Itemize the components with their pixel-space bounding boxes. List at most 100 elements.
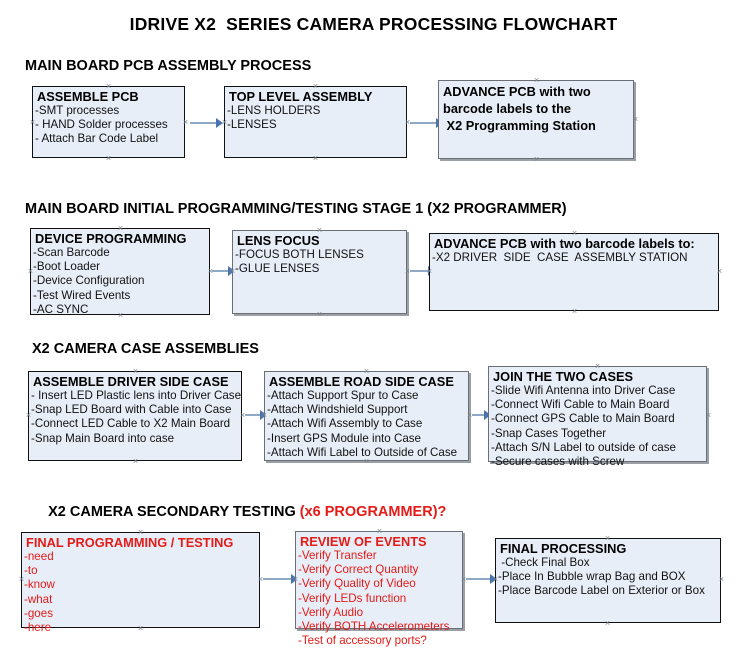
connector-arrow [472,414,486,416]
flow-box-final-programming-testing[interactable]: FINAL PROGRAMMING / TESTING -need -to -k… [21,532,260,634]
list-item: -Verify LEDs function [298,591,407,605]
list-item: -Attach S/N Label to outside of case [491,440,676,454]
section-heading-1: MAIN BOARD PCB ASSEMBLY PROCESS [25,58,312,74]
resize-handle-bottom[interactable] [594,459,601,466]
resize-handle-left[interactable] [229,268,236,275]
resize-handle-top[interactable] [604,535,611,542]
flow-box-final-processing[interactable]: FINAL PROCESSING -Check Final Box -Place… [495,538,721,623]
resize-handle-bottom[interactable] [312,155,319,162]
list-item: -GLUE LENSES [235,262,320,276]
resize-handle-top[interactable] [571,230,578,237]
flow-box-items: -Attach Support Spur to Case -Attach Win… [265,389,468,460]
resize-handle-left[interactable] [18,576,25,583]
flow-box-header: ASSEMBLE DRIVER SIDE CASE [33,374,229,389]
list-item: -Snap Main Board into case [31,431,175,445]
flow-box-assemble-pcb[interactable]: ASSEMBLE PCB -SMT processes - HAND Solde… [32,86,185,158]
flow-box-header: ADVANCE PCB with two barcode labels to t… [443,84,596,133]
connector-arrow [190,122,218,124]
flow-box-assemble-driver-side-case[interactable]: ASSEMBLE DRIVER SIDE CASE - Insert LED P… [28,371,242,461]
resize-handle-bottom[interactable] [105,155,112,162]
list-item: -Device Configuration [33,274,145,288]
resize-handle-bottom[interactable] [571,308,578,315]
resize-handle-top[interactable] [316,227,323,234]
resize-handle-left[interactable] [221,119,228,126]
list-item: -Verify BOTH Accelerometers [298,620,450,634]
list-item: -Snap LED Board with Cable into Case [31,403,232,417]
flow-box-header: REVIEW OF EVENTS [300,534,427,549]
flow-box-review-of-events[interactable]: REVIEW OF EVENTS -Verify Transfer -Verif… [295,531,463,647]
flow-box-header: DEVICE PROGRAMMING [35,231,187,246]
resize-handle-top[interactable] [533,77,540,84]
list-item: -Test Wired Events [33,288,131,302]
resize-handle-top[interactable] [376,528,383,535]
list-item: -Insert GPS Module into Case [267,431,422,445]
list-item: -goes [24,606,54,620]
flow-box-header: ADVANCE PCB with two barcode labels to: [434,236,695,251]
resize-handle-left[interactable] [426,268,433,275]
resize-handle-right[interactable] [705,412,712,419]
flow-box-assemble-road-side-case[interactable]: ASSEMBLE ROAD SIDE CASE -Attach Support … [264,371,469,461]
list-item: -to [24,564,38,578]
flow-box-header: LENS FOCUS [237,233,320,248]
flow-box-advance-pcb-labels[interactable]: ADVANCE PCB with two barcode labels to: … [429,233,719,311]
flow-box-items: -X2 DRIVER SIDE CASE ASSEMBLY STATION [430,251,718,265]
list-item: - HAND Solder processes [35,118,168,132]
flow-box-top-level-assembly[interactable]: TOP LEVEL ASSEMBLY -LENS HOLDERS -LENSES [224,86,407,158]
flow-box-items: -FOCUS BOTH LENSES -GLUE LENSES [233,248,406,276]
resize-handle-left[interactable] [25,412,32,419]
resize-handle-right[interactable] [716,268,723,275]
resize-handle-top[interactable] [137,529,144,536]
resize-handle-bottom[interactable] [376,626,383,633]
resize-handle-top[interactable] [132,368,139,375]
resize-handle-bottom[interactable] [132,458,139,465]
flow-box-join-the-two-cases[interactable]: JOIN THE TWO CASES -Slide Wifi Antenna i… [488,366,707,468]
flow-box-items: -Check Final Box -Place In Bubble wrap B… [496,556,720,599]
resize-handle-bottom[interactable] [363,458,370,465]
flow-box-header: FINAL PROGRAMMING / TESTING [26,535,234,550]
list-item: -Secure cases with Screw [491,455,625,469]
flow-box-header: ASSEMBLE ROAD SIDE CASE [269,374,454,389]
resize-handle-bottom[interactable] [533,156,540,163]
connector-arrow [212,270,230,272]
flow-box-items: -Verify Transfer -Verify Correct Quantit… [296,549,462,648]
list-item: -AC SYNC [33,302,89,316]
flow-box-header: ASSEMBLE PCB [37,89,139,104]
section-heading-3: X2 CAMERA CASE ASSEMBLIES [32,341,259,357]
flow-box-advance-pcb-station[interactable]: ADVANCE PCB with two barcode labels to t… [438,80,634,159]
flow-box-items: -Scan Barcode -Boot Loader -Device Confi… [31,246,209,317]
resize-handle-bottom[interactable] [316,311,323,318]
resize-handle-left[interactable] [261,412,268,419]
list-item: -Verify Transfer [298,549,377,562]
resize-handle-top[interactable] [105,83,112,90]
list-item: -here [24,621,52,635]
list-item: - Attach Bar Code Label [35,132,159,146]
resize-handle-top[interactable] [363,368,370,375]
resize-handle-left[interactable] [29,119,36,126]
list-item: -Place Barcode Label on Exterior or Box [498,584,705,598]
resize-handle-top[interactable] [594,363,601,370]
list-item: -Place In Bubble wrap Bag and BOX [498,570,686,584]
flow-box-header: TOP LEVEL ASSEMBLY [229,89,373,104]
resize-handle-bottom[interactable] [137,625,144,632]
resize-handle-left[interactable] [492,576,499,583]
list-item: -Verify Correct Quantity [298,563,419,577]
resize-handle-right[interactable] [632,116,639,123]
resize-handle-right[interactable] [718,576,725,583]
resize-handle-left[interactable] [27,268,34,275]
list-item: - Insert LED Plastic lens into Driver Ca… [31,389,242,402]
resize-handle-bottom[interactable] [117,312,124,319]
list-item: -Attach Windshield Support [267,403,408,417]
flow-box-lens-focus[interactable]: LENS FOCUS -FOCUS BOTH LENSES -GLUE LENS… [232,230,407,314]
list-item: -Attach Wifi Label to Outside of Case [267,445,458,459]
resize-handle-top[interactable] [117,225,124,232]
resize-handle-right[interactable] [182,119,189,126]
list-item: -Connect LED Cable to X2 Main Board [31,417,231,431]
resize-handle-bottom[interactable] [604,620,611,627]
resize-handle-top[interactable] [312,83,319,90]
connector-arrow [466,578,492,580]
list-item: -know [24,578,55,592]
flow-box-device-programming[interactable]: DEVICE PROGRAMMING -Scan Barcode -Boot L… [30,228,210,317]
flow-box-items: -Slide Wifi Antenna into Driver Case -Co… [489,384,706,469]
resize-handle-left[interactable] [292,576,299,583]
